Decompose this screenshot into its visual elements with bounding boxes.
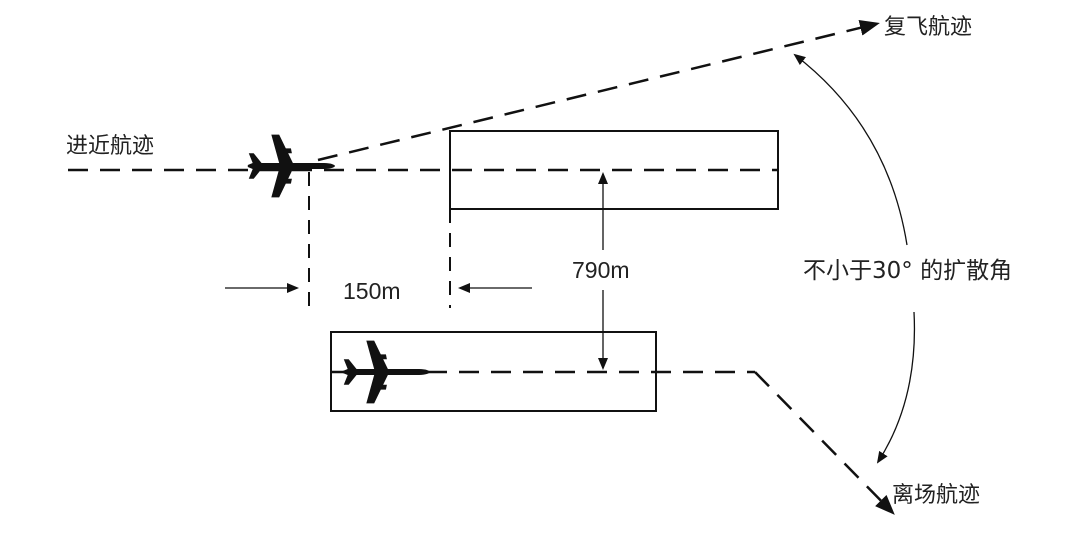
approach-track-label: 进近航迹 — [66, 134, 155, 159]
divergence-angle-label: 不小于30° 的扩散角 — [803, 258, 1013, 284]
runway-separation-label: 790m — [572, 257, 630, 283]
missed-approach-track-line — [317, 20, 880, 162]
airplane-icon — [342, 340, 431, 404]
divergence-arc-upper — [793, 53, 908, 246]
upper-runway — [449, 130, 779, 210]
departure-track-label: 离场航迹 — [892, 483, 981, 508]
departure-track-line — [754, 371, 895, 515]
missed-approach-track-label: 复飞航迹 — [884, 15, 973, 40]
divergence-arc-lower — [876, 311, 916, 464]
airplane-icon — [247, 134, 336, 198]
stagger-distance-label: 150m — [343, 278, 401, 304]
